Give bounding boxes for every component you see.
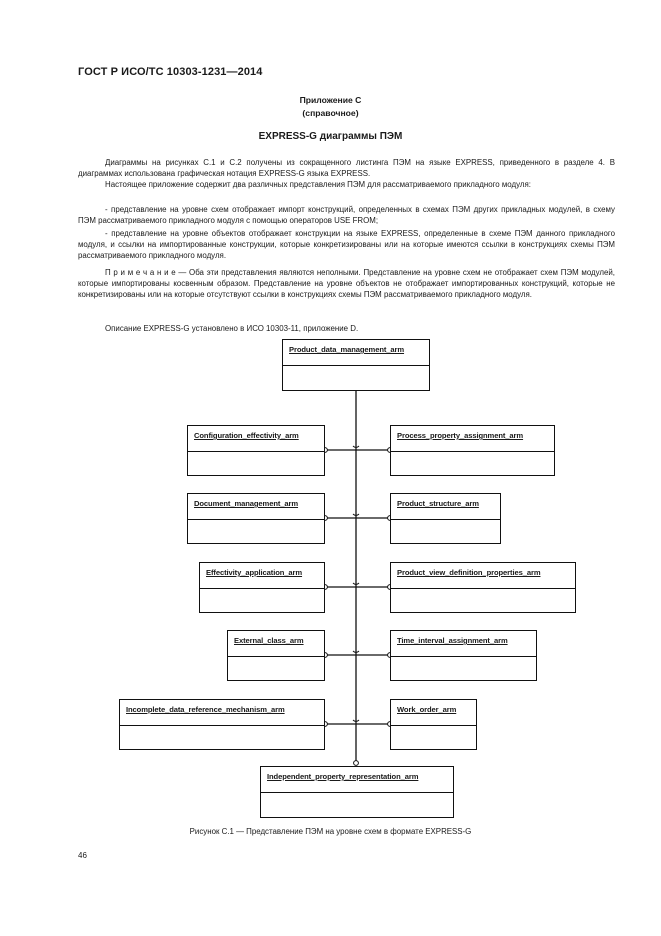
schema-name: Configuration_effectivity_arm <box>188 426 324 452</box>
section-heading: EXPRESS-G диаграммы ПЭМ <box>258 131 403 142</box>
schema-box-independent-property-representation: Independent_property_representation_arm <box>260 766 454 818</box>
schema-box-incomplete-data-reference-mechanism: Incomplete_data_reference_mechanism_arm <box>119 699 325 750</box>
junction-mark-1 <box>352 445 360 448</box>
document-header: ГОСТ Р ИСО/ТС 10303-1231—2014 <box>78 66 263 78</box>
schema-name: Process_property_assignment_arm <box>391 426 554 452</box>
paragraph-object-level: - представление на уровне объектов отобр… <box>78 229 615 260</box>
schema-name: Product_data_management_arm <box>283 340 429 366</box>
junction-mark-2 <box>352 513 360 516</box>
schema-name: External_class_arm <box>228 631 324 657</box>
page-number: 46 <box>78 851 87 860</box>
junction-mark-3 <box>352 582 360 585</box>
schema-name: Time_interval_assignment_arm <box>391 631 536 657</box>
paragraph-schema-level: - представление на уровне схем отображае… <box>78 205 615 225</box>
junction-mark-4 <box>352 650 360 653</box>
schema-name: Product_view_definition_properties_arm <box>391 563 575 589</box>
paragraph-intro: Диаграммы на рисунках С.1 и С.2 получены… <box>78 158 615 178</box>
schema-box-external-class: External_class_arm <box>227 630 325 681</box>
schema-box-product-view-definition-properties: Product_view_definition_properties_arm <box>390 562 576 613</box>
schema-box-configuration-effectivity: Configuration_effectivity_arm <box>187 425 325 476</box>
figure-caption: Рисунок С.1 — Представление ПЭМ на уровн… <box>189 827 472 836</box>
schema-box-process-property-assignment: Process_property_assignment_arm <box>390 425 555 476</box>
schema-name: Product_structure_arm <box>391 494 500 520</box>
annex-subtitle: (справочное) <box>302 108 359 118</box>
schema-name: Document_management_arm <box>188 494 324 520</box>
schema-box-document-management: Document_management_arm <box>187 493 325 544</box>
schema-box-product-structure: Product_structure_arm <box>390 493 501 544</box>
paragraph-reference: Описание EXPRESS-G установлено в ИСО 103… <box>105 324 359 333</box>
schema-box-time-interval-assignment: Time_interval_assignment_arm <box>390 630 537 681</box>
schema-name: Incomplete_data_reference_mechanism_arm <box>120 700 324 726</box>
schema-box-product-data-management: Product_data_management_arm <box>282 339 430 391</box>
connector-end-bottom <box>353 760 359 766</box>
annex-title: Приложение С <box>299 95 362 105</box>
schema-box-work-order: Work_order_arm <box>390 699 477 750</box>
junction-mark-5 <box>352 719 360 722</box>
schema-name: Independent_property_representation_arm <box>261 767 453 793</box>
schema-name: Effectivity_application_arm <box>200 563 324 589</box>
paragraph-representations: Настоящее приложение содержит два различ… <box>105 180 531 189</box>
schema-box-effectivity-application: Effectivity_application_arm <box>199 562 325 613</box>
paragraph-note: П р и м е ч а н и е — Оба эти представле… <box>78 268 615 299</box>
schema-name: Work_order_arm <box>391 700 476 726</box>
